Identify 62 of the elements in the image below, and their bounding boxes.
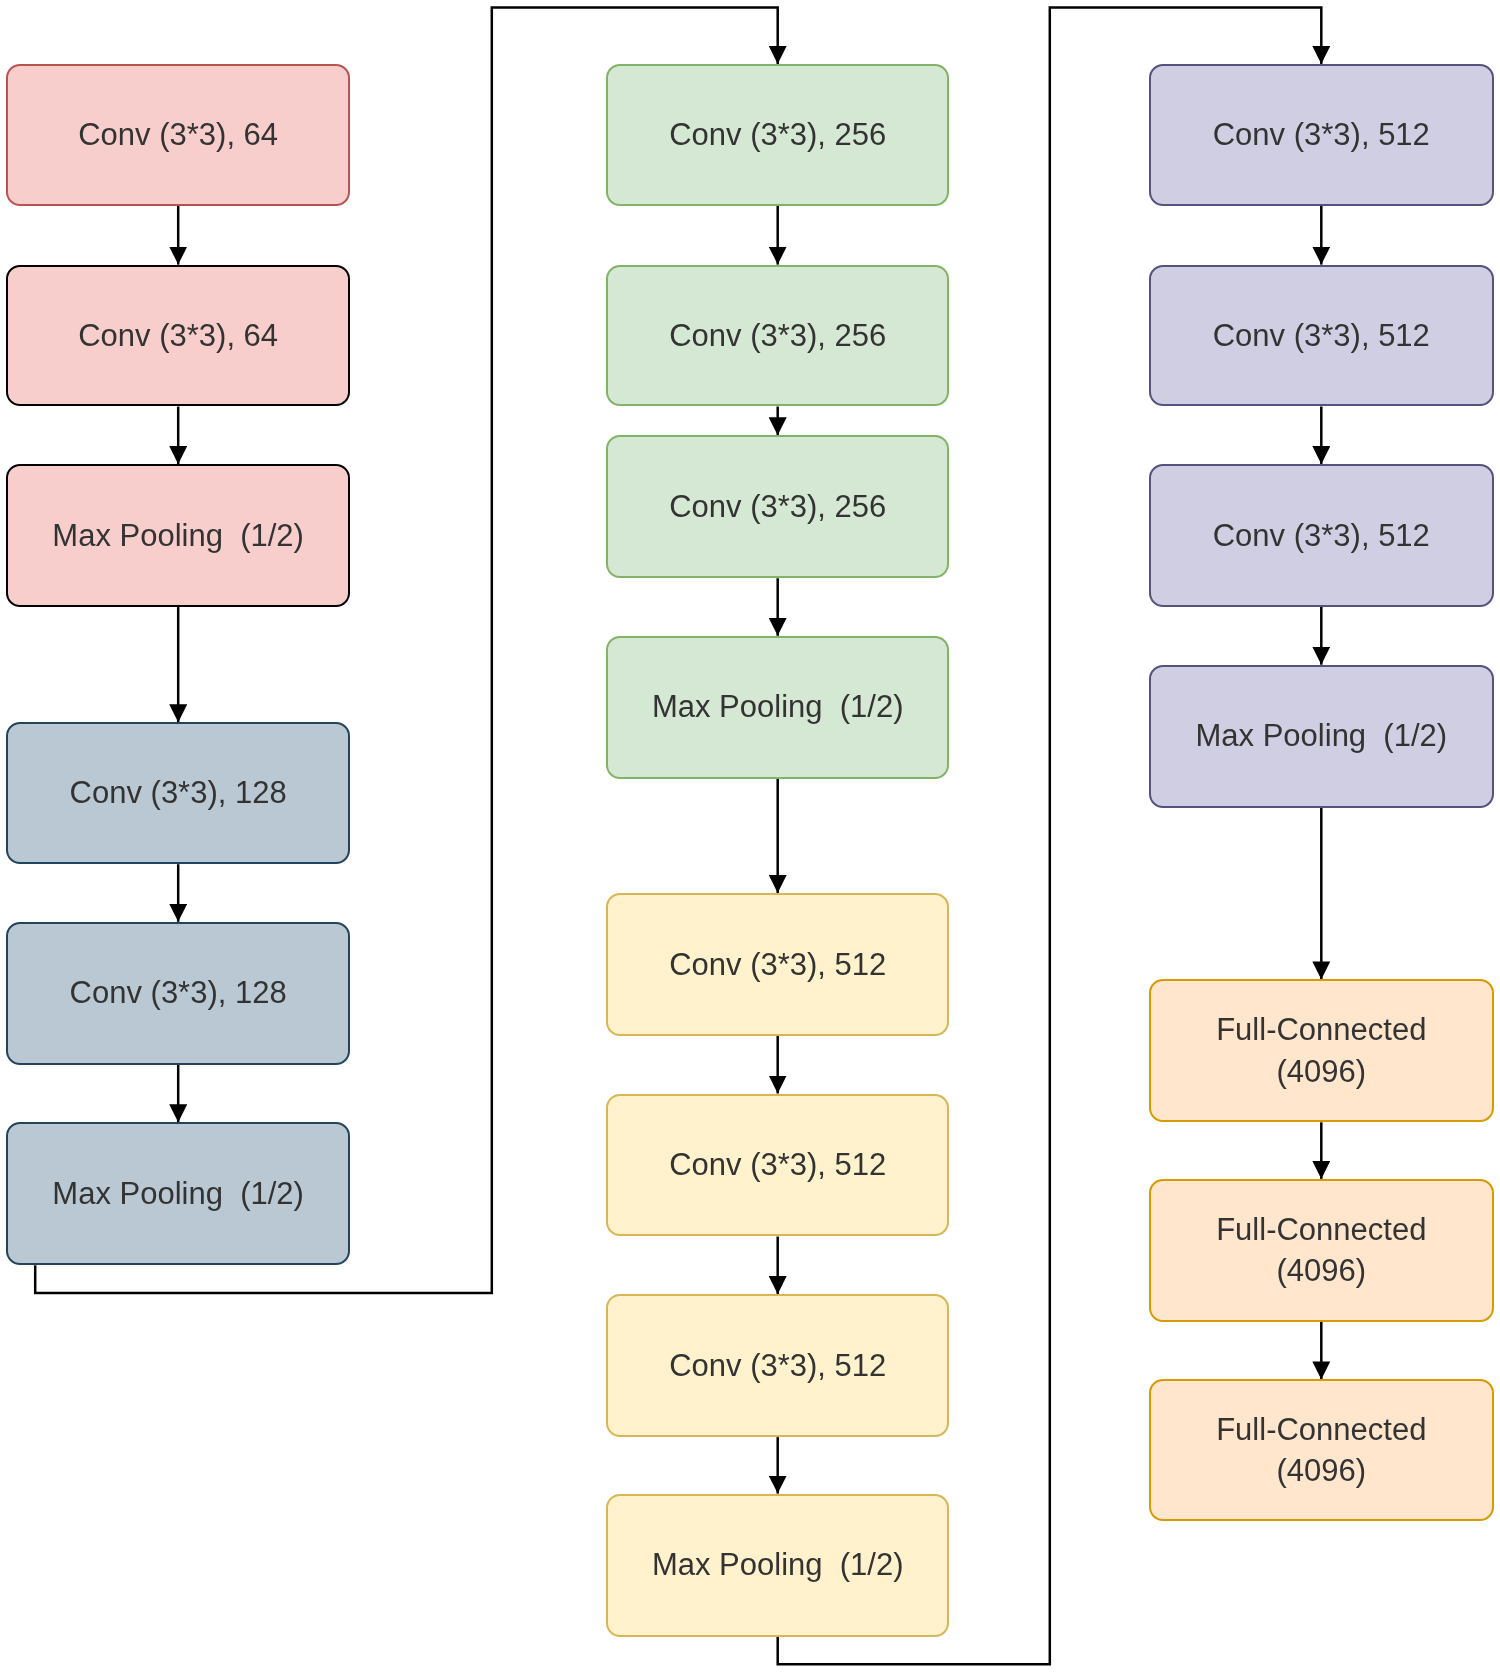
layer-box	[1149, 664, 1494, 808]
layer-box	[6, 464, 350, 608]
layer-box	[1149, 464, 1494, 608]
layer-label: Conv (3*3), 256	[669, 116, 887, 154]
layer-box	[605, 64, 950, 206]
layer-box	[1149, 64, 1494, 206]
layer-box	[6, 722, 350, 865]
layer-label: Max Pooling (1/2)	[651, 1546, 904, 1585]
arrow	[1312, 1321, 1331, 1380]
layer-label: Conv (3*3), 256	[669, 487, 887, 526]
arrow	[768, 406, 787, 436]
layer-label: Max Pooling (1/2)	[52, 516, 304, 555]
layer-label: Conv (3*3), 128	[69, 774, 287, 813]
layer-label: Conv (3*3), 512	[1212, 116, 1430, 154]
layer-label: Full-Connected (4096)	[1215, 1210, 1428, 1291]
arrow	[776, 6, 1331, 1666]
arrow	[768, 205, 787, 265]
arrow	[768, 1437, 787, 1494]
arrow	[169, 205, 188, 265]
layer-box	[6, 1122, 350, 1266]
layer-label: Conv (3*3), 512	[1212, 316, 1430, 355]
layer-box	[605, 635, 950, 779]
layer-label: Full-Connected (4096)	[1215, 1410, 1428, 1491]
layer-label: Max Pooling (1/2)	[1195, 717, 1448, 756]
arrow	[1312, 807, 1331, 980]
layer-box	[6, 921, 350, 1065]
arrow	[768, 778, 787, 893]
arrow	[1312, 607, 1331, 665]
layer-box	[605, 1493, 950, 1637]
layer-label: Conv (3*3), 512	[669, 1346, 887, 1385]
layer-box	[605, 892, 950, 1036]
arrow	[768, 1236, 787, 1295]
layer-box	[6, 64, 350, 206]
layer-label: Conv (3*3), 128	[69, 974, 287, 1013]
layer-label: Conv (3*3), 64	[78, 116, 279, 154]
arrow	[1312, 1122, 1331, 1179]
arrow	[169, 1064, 188, 1123]
layer-label: Max Pooling (1/2)	[52, 1174, 304, 1213]
layer-box	[605, 1294, 950, 1438]
layer-box	[605, 264, 950, 407]
layer-box	[1149, 264, 1494, 407]
layer-label: Full-Connected (4096)	[1215, 1011, 1428, 1091]
arrow	[169, 864, 188, 922]
arrow	[1312, 406, 1331, 465]
layer-box	[605, 435, 950, 579]
arrow	[33, 6, 787, 1295]
layer-label: Conv (3*3), 512	[1212, 516, 1430, 555]
arrow	[169, 607, 188, 723]
layer-box	[1149, 1178, 1494, 1322]
layer-label: Max Pooling (1/2)	[651, 688, 904, 727]
layer-box	[6, 264, 350, 407]
arrow	[768, 1035, 787, 1094]
arrow	[768, 578, 787, 636]
layer-box	[1149, 979, 1494, 1123]
layer-label: Conv (3*3), 64	[78, 316, 279, 355]
layer-label: Conv (3*3), 256	[669, 316, 887, 355]
layer-box	[605, 1093, 950, 1237]
layer-label: Conv (3*3), 512	[669, 1146, 887, 1185]
arrow	[1312, 205, 1331, 265]
arrow	[169, 406, 188, 465]
layer-label: Conv (3*3), 512	[669, 945, 887, 984]
layer-box	[1149, 1379, 1494, 1522]
